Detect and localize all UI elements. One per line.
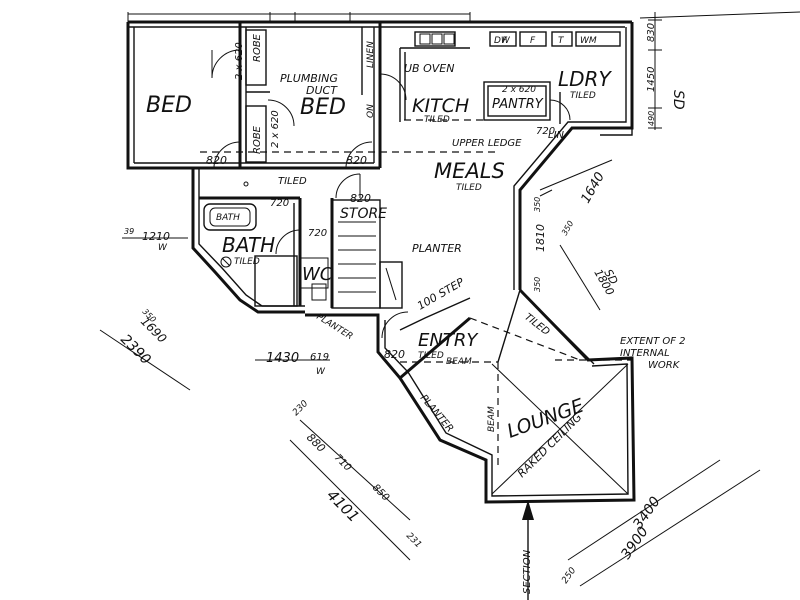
- store-stairs: [338, 221, 376, 293]
- dashed-lines: [200, 119, 632, 470]
- extent-note-3: WORK: [648, 360, 681, 371]
- dim-1810: 1810: [534, 224, 547, 252]
- entry-label: ENTRY: [418, 330, 479, 351]
- bath-tub-label: BATH: [216, 213, 240, 223]
- bed2-label: BED: [300, 95, 346, 120]
- meals-label: MEALS: [434, 159, 505, 183]
- entry-floor: TILED: [418, 351, 444, 361]
- on-label: ON: [366, 104, 376, 118]
- dim-710: 710: [332, 452, 353, 473]
- t-label: T: [558, 36, 565, 46]
- dimension-lines: [99, 11, 800, 587]
- dim-350b: 350: [533, 277, 542, 292]
- linen-label: LINEN: [366, 41, 376, 68]
- beam2-label: BEAM: [487, 406, 497, 432]
- dim-1210: 1210: [142, 230, 170, 243]
- dim-820b: 820: [346, 154, 367, 167]
- internal-walls: [128, 22, 621, 380]
- dim-250: 250: [560, 566, 578, 586]
- dim-820c: 820: [350, 192, 371, 205]
- kitch-floor: TILED: [424, 115, 450, 125]
- dim-490: 490: [647, 111, 656, 126]
- tiled-diag-label: TILED: [522, 312, 552, 338]
- dim-350c: 350: [560, 219, 575, 237]
- planter2-label: PLANTER: [314, 312, 354, 342]
- dim-39: 39: [124, 227, 134, 236]
- dim-880: 880: [304, 431, 328, 455]
- bath-fixtures: [203, 181, 329, 307]
- dim-1640: 1640: [578, 170, 608, 206]
- kitch-label: KITCH: [412, 95, 469, 117]
- bath-label: BATH: [222, 233, 275, 257]
- door-swings: [211, 49, 571, 339]
- bed1-label: BED: [146, 93, 192, 118]
- dim-sd: SD: [670, 90, 686, 110]
- dim-820a: 820: [206, 154, 227, 167]
- meals-floor: TILED: [456, 183, 482, 193]
- section-label: SECTION: [522, 549, 533, 594]
- f1-label: F: [502, 36, 508, 46]
- section-marker: [522, 500, 534, 600]
- beam-label: BEAM: [446, 357, 472, 367]
- dim-230: 230: [291, 399, 310, 418]
- room-labels: BED BED ROBE ROBE 2 x 620 2 x 620 PLUMBI…: [146, 33, 686, 594]
- dim-830: 830: [646, 23, 657, 42]
- dim-w2: W: [316, 367, 326, 377]
- lin-label: LIN: [548, 130, 565, 141]
- robe1-label: ROBE: [252, 33, 263, 62]
- wc-label: WC: [302, 264, 333, 285]
- ub-oven-label: UB OVEN: [404, 62, 454, 75]
- extent-note-2: INTERNAL: [620, 348, 670, 359]
- dim-350a: 350: [533, 197, 542, 212]
- hall-floor: TILED: [278, 176, 307, 187]
- dim-720b: 720: [308, 228, 327, 239]
- extent-note-1: EXTENT OF 2: [620, 336, 686, 347]
- dw-label: DW: [494, 36, 511, 46]
- duct-label: DUCT: [306, 84, 338, 97]
- planter1-label: PLANTER: [412, 242, 462, 255]
- pantry-label: PANTRY: [492, 97, 544, 112]
- f2-label: F: [530, 36, 536, 46]
- ldry-label: LDRY: [558, 67, 612, 91]
- ldry-floor: TILED: [570, 91, 596, 101]
- dim-231: 231: [404, 531, 423, 550]
- pantry-size: 2 x 620: [502, 85, 536, 95]
- robe2-size: 2 x 620: [270, 110, 281, 148]
- plumbing-label: PLUMBING: [280, 72, 338, 85]
- upper-ledge-label: UPPER LEDGE: [452, 138, 522, 149]
- dim-4101: 4101: [323, 486, 363, 526]
- robe2-label: ROBE: [252, 125, 263, 154]
- dim-w1: W: [158, 243, 168, 253]
- dim-1430: 1430: [266, 351, 299, 366]
- outer-walls: [126, 12, 636, 504]
- store-label: STORE: [340, 206, 387, 222]
- dim-820d: 820: [384, 348, 405, 361]
- dim-720a: 720: [270, 198, 289, 209]
- bath-floor: TILED: [234, 257, 260, 267]
- lounge-diagonals: [491, 288, 629, 495]
- robe1-size: 2 x 620: [234, 42, 245, 80]
- wm-label: WM: [580, 36, 597, 46]
- dim-720c: 720: [536, 126, 555, 137]
- step-label: 100 STEP: [415, 275, 467, 312]
- dim-619: 619: [310, 352, 329, 363]
- dim-1450: 1450: [646, 67, 657, 92]
